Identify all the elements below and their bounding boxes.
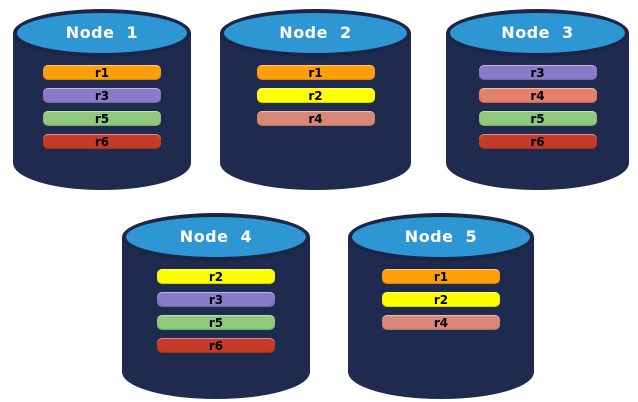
node-2-title: Node 2: [279, 23, 352, 42]
replica-label: r5: [94, 111, 110, 126]
node-1-database-cylinder-top: Node 1: [13, 9, 191, 57]
replica-label: r1: [308, 65, 323, 80]
replica-bar-r5: r5: [43, 111, 161, 126]
replica-label: r5: [530, 111, 545, 126]
replica-label: r2: [433, 292, 449, 307]
replica-bar-r2: r2: [382, 292, 500, 307]
replica-label: r6: [208, 338, 224, 353]
replica-label: r5: [208, 315, 224, 330]
replica-label: r4: [308, 111, 323, 126]
replica-label: r2: [308, 88, 323, 103]
node-2-database-cylinder-top: Node 2: [220, 9, 411, 57]
replica-bar-r1: r1: [382, 269, 500, 284]
node-4-database-cylinder-top: Node 4: [122, 213, 310, 261]
node-1-title: Node 1: [65, 23, 139, 42]
replica-bar-r4: r4: [256, 111, 375, 126]
replica-label: r3: [530, 65, 545, 80]
replica-bar-r1: r1: [43, 65, 161, 80]
node-2-replica-list: r1 r2 r4: [220, 65, 411, 126]
node-5-title: Node 5: [404, 227, 478, 246]
replica-bar-r3: r3: [157, 292, 275, 307]
replica-bar-r2: r2: [157, 269, 275, 284]
replica-bar-r4: r4: [382, 315, 500, 330]
replica-label: r1: [94, 65, 110, 80]
replica-bar-r6: r6: [43, 134, 161, 149]
node-1-cylinder: Node 1 r1 r3 r5 r6: [13, 9, 191, 190]
node-4-title: Node 4: [179, 227, 253, 246]
replica-bar-r4: r4: [478, 88, 597, 103]
node-4-replica-list: r2 r3 r5 r6: [122, 269, 310, 353]
replica-bar-r5: r5: [157, 315, 275, 330]
replica-bar-r2: r2: [256, 88, 375, 103]
node-5-cylinder: Node 5 r1 r2 r4: [348, 213, 534, 399]
replica-label: r6: [530, 134, 545, 149]
replica-label: r3: [94, 88, 110, 103]
replica-bar-r5: r5: [478, 111, 597, 126]
node-1-replica-list: r1 r3 r5 r6: [13, 65, 191, 149]
node-4-cylinder: Node 4 r2 r3 r5 r6: [122, 213, 310, 399]
node-3-cylinder: Node 3 r3 r4 r5 r6: [446, 9, 629, 190]
node-5-replica-list: r1 r2 r4: [348, 269, 534, 330]
replica-label: r4: [530, 88, 545, 103]
node-2-cylinder: Node 2 r1 r2 r4: [220, 9, 411, 190]
replica-bar-r1: r1: [256, 65, 375, 80]
replica-label: r4: [433, 315, 449, 330]
node-3-replica-list: r3 r4 r5 r6: [446, 65, 629, 149]
replica-label: r3: [208, 292, 224, 307]
replica-bar-r3: r3: [478, 65, 597, 80]
node-3-title: Node 3: [501, 23, 574, 42]
node-3-database-cylinder-top: Node 3: [446, 9, 629, 57]
replica-bar-r3: r3: [43, 88, 161, 103]
replica-label: r2: [208, 269, 224, 284]
replica-bar-r6: r6: [157, 338, 275, 353]
replica-label: r6: [94, 134, 110, 149]
replica-bar-r6: r6: [478, 134, 597, 149]
replica-label: r1: [433, 269, 449, 284]
node-5-database-cylinder-top: Node 5: [348, 213, 534, 261]
